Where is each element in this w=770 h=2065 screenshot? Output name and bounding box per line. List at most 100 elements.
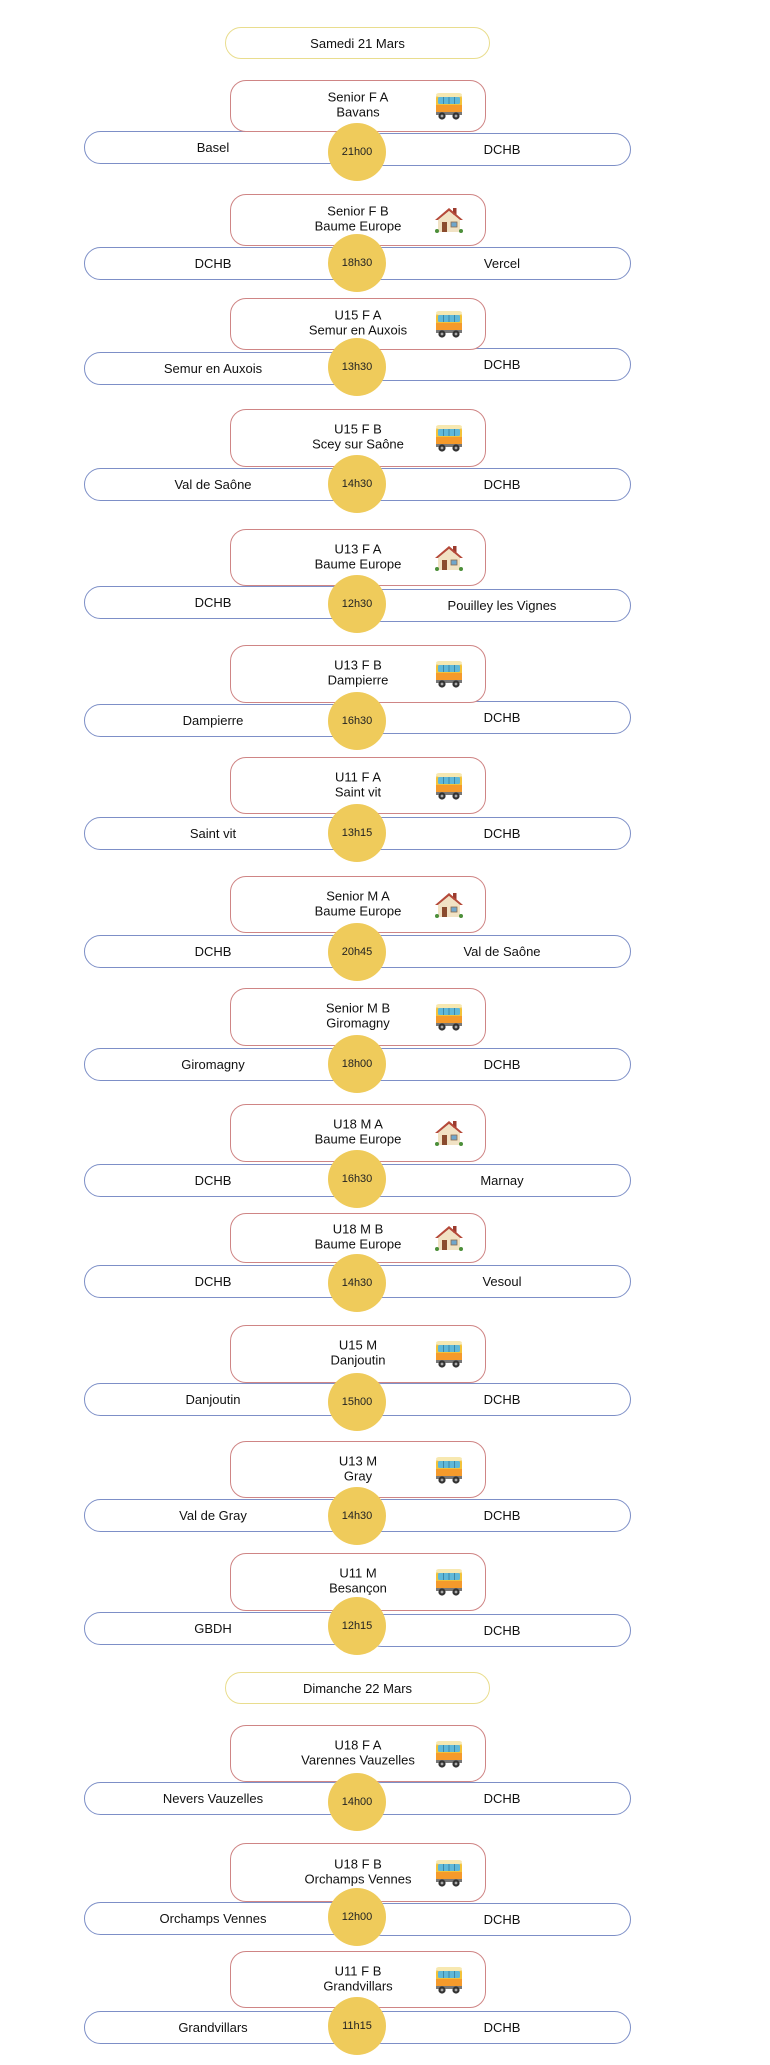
match-info: U18 F A Varennes Vauzelles [231,1737,485,1767]
match-time: 20h45 [328,923,386,981]
bus-icon [433,1002,465,1032]
home-team-pill: Nevers Vauzelles [84,1782,350,1815]
away-team: DCHB [483,1912,521,1927]
venue-name: Semur en Auxois [308,322,408,338]
match-info: U18 F B Orchamps Vennes [231,1856,485,1886]
match-info: U18 M A Baume Europe [231,1117,485,1147]
team-name: U18 F B [334,1856,382,1871]
bus-icon [433,423,465,453]
match-card: U11 F B Grandvillars [230,1951,486,2008]
away-team-pill: DCHB [365,1782,631,1815]
home-team-pill: Danjoutin [84,1383,350,1416]
home-team: Val de Saône [174,477,252,492]
match-info: U13 F A Baume Europe [231,541,485,571]
away-team-pill: DCHB [365,468,631,501]
bus-icon [433,659,465,689]
match-time: 15h00 [328,1373,386,1431]
match-info: Senior M A Baume Europe [231,888,485,918]
match-info: U15 F A Semur en Auxois [231,308,485,338]
home-team: Basel [196,140,230,155]
away-team-pill: DCHB [365,1383,631,1416]
home-team: GBDH [194,1621,232,1636]
team-name: U11 M [339,1565,377,1581]
away-team: DCHB [483,710,521,725]
team-name: U13 M [338,1453,378,1468]
match-time: 13h30 [328,338,386,396]
day-header: Dimanche 22 Mars [225,1672,490,1704]
bus-icon [433,1567,465,1597]
team-name: U13 F B [334,657,382,673]
house-icon [433,205,465,235]
team-name: U11 F A [334,769,381,784]
home-team-pill: Saint vit [84,817,350,850]
team-name: U18 M B [332,1221,384,1237]
home-team: Danjoutin [185,1392,241,1407]
match-info: U15 M Danjoutin [231,1338,485,1368]
match-time: 11h15 [328,1997,386,2055]
team-name: U18 F A [334,1737,382,1752]
venue-name: Saint vit [334,784,382,799]
home-team-pill: GBDH [84,1612,350,1645]
away-team: DCHB [483,1392,521,1407]
home-team: Dampierre [182,713,244,728]
away-team: DCHB [483,826,521,841]
team-name: U11 F B [334,1963,382,1978]
away-team: Val de Saône [463,944,541,959]
away-team-pill: Vesoul [365,1265,631,1298]
venue-name: Scey sur Saône [312,436,404,452]
home-team: DCHB [194,256,232,271]
venue-name: Baume Europe [314,1131,402,1147]
away-team-pill: DCHB [365,1614,631,1647]
home-team-pill: DCHB [84,247,350,280]
home-team: Orchamps Vennes [159,1911,267,1926]
bus-icon [433,91,465,121]
venue-name: Danjoutin [330,1352,386,1368]
house-icon [433,1118,465,1148]
away-team-pill: DCHB [365,348,631,381]
match-info: U11 F B Grandvillars [231,1963,485,1993]
match-info: U11 M Besançon [231,1566,485,1596]
team-name: Senior F B [327,203,389,219]
away-team: DCHB [483,1508,521,1523]
away-team: Vesoul [482,1274,522,1289]
team-name: Senior F A [327,89,389,105]
house-icon [433,543,465,573]
match-time: 16h30 [328,692,386,750]
home-team: Grandvillars [178,2020,248,2035]
venue-name: Grandvillars [323,1978,393,1993]
away-team: DCHB [483,1057,521,1072]
match-time: 18h00 [328,1035,386,1093]
team-name: U15 F B [334,421,382,437]
team-name: U15 M [338,1337,378,1353]
match-info: Senior F A Bavans [231,90,485,120]
match-time: 12h00 [328,1888,386,1946]
home-team: Saint vit [189,826,237,841]
team-name: U13 F A [334,541,382,556]
away-team-pill: Marnay [365,1164,631,1197]
match-card: Senior F A Bavans [230,80,486,132]
venue-name: Baume Europe [314,903,402,918]
bus-icon [433,1739,465,1769]
bus-icon [433,1339,465,1369]
match-info: U15 F B Scey sur Saône [231,422,485,452]
venue-name: Besançon [329,1580,387,1596]
bus-icon [433,1455,465,1485]
away-team: DCHB [483,2020,521,2035]
home-team: Nevers Vauzelles [162,1791,264,1806]
away-team: Pouilley les Vignes [447,598,557,613]
home-team: DCHB [194,1274,232,1289]
away-team: DCHB [483,142,521,157]
venue-name: Dampierre [327,672,389,688]
match-time: 14h30 [328,1254,386,1312]
venue-name: Varennes Vauzelles [301,1752,415,1767]
bus-icon [433,771,465,801]
home-team: DCHB [194,944,232,959]
away-team-pill: Vercel [365,247,631,280]
home-team-pill: Basel [84,131,350,164]
venue-name: Baume Europe [314,218,402,234]
away-team-pill: DCHB [365,817,631,850]
house-icon [433,1223,465,1253]
venue-name: Baume Europe [314,1236,402,1252]
venue-name: Gray [343,1468,373,1483]
away-team-pill: DCHB [365,2011,631,2044]
